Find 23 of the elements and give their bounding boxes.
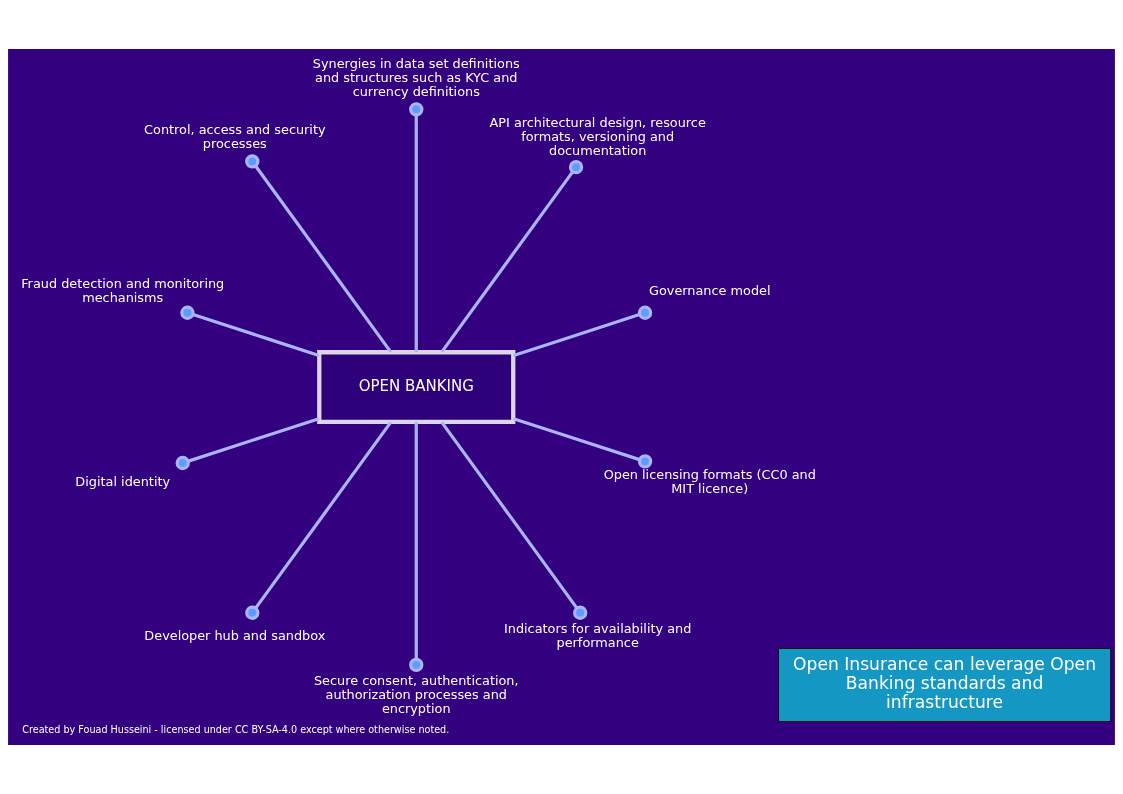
node-text: Control, access and security processes [144,121,326,151]
connector [175,417,320,471]
node-text: Fraud detection and monitoring mechanisms [21,276,225,306]
node-box: OPEN BANKING [317,350,516,425]
connector [409,422,424,673]
connector [245,154,392,353]
node-text: Governance model [648,283,771,299]
connector [245,421,392,620]
node-text: Developer hub and sandbox [144,628,326,644]
connector [440,159,584,353]
node-text: Secure consent, authentication, authorization processes and encryption [313,673,519,716]
connector [513,417,653,469]
connector [513,305,653,357]
node-text: Digital identity [75,473,171,489]
node-text: API architectural design, resource formats, versioning and documentation [489,114,706,158]
connector [440,421,588,620]
node-text: Indicators for availability and performance [503,621,692,651]
node-text: Synergies in data set definitions and structures such as KYC and currency definitions [312,55,520,99]
node-box: Open Insurance can leverage Open Banking standards and infrastructure [777,648,1112,722]
node-text: Open licensing formats (CC0 and MIT licence) [603,466,816,496]
connector [409,102,424,352]
connector [180,305,320,357]
caption: Created by Fouad Husseini - licensed under CC BY-SA-4.0 except where otherwise noted. [22,724,450,736]
